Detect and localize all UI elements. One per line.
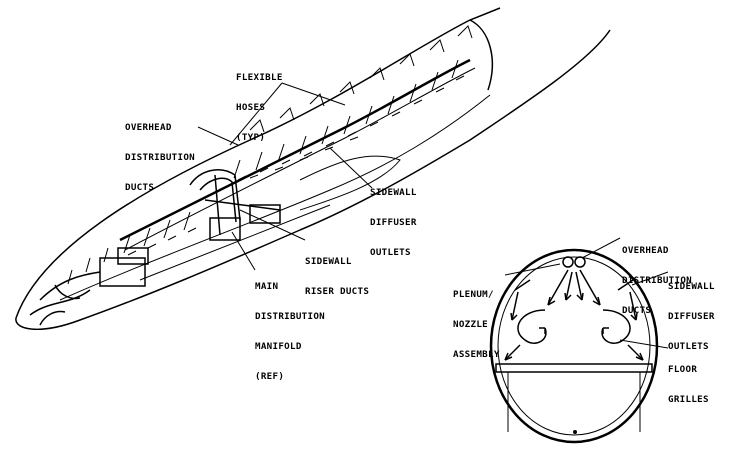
label-main-distribution-manifold: MAIN DISTRIBUTION MANIFOLD (REF) [255, 281, 325, 382]
airflow-arrows [504, 269, 644, 361]
riser-ducts [189, 169, 281, 241]
fuselage-top-skin [15, 7, 501, 319]
main-manifold [29, 247, 149, 326]
label-sidewall-riser-ducts: SIDEWALL RISER DUCTS [305, 256, 370, 297]
label-section-sidewall-diffuser: SIDEWALL DIFFUSER OUTLETS [668, 281, 715, 352]
section-inner-shell [497, 256, 651, 436]
overhead-duct-left [562, 256, 574, 268]
frame-ribs [123, 59, 465, 256]
label-flexible-hoses: FLEXIBLE HOSES (TYP) [236, 72, 283, 143]
sidewall-outlet-slots [249, 136, 359, 179]
fuselage-tail-skin [469, 19, 494, 91]
label-overhead-distribution-ducts: OVERHEAD DISTRIBUTION DUCTS [125, 122, 195, 193]
upper-diffusers [249, 25, 473, 133]
cabin-floor [59, 94, 491, 301]
label-floor-grilles: FLOOR GRILLES [668, 364, 709, 405]
overhead-duct-right [574, 256, 586, 268]
fuselage-nose-skin [15, 229, 301, 330]
label-plenum-nozzle-assembly: PLENUM/ NOZZLE ASSEMBLY [453, 289, 500, 360]
overhead-duct [119, 58, 471, 242]
section-leader-lines [504, 237, 669, 349]
floor-beam [495, 363, 653, 373]
label-section-overhead-ducts: OVERHEAD DISTRIBUTION DUCTS [622, 245, 692, 316]
fuselage-lower-skin [299, 29, 611, 231]
leader-lines [197, 82, 373, 271]
label-sidewall-diffuser-outlets: SIDEWALL DIFFUSER OUTLETS [370, 187, 417, 258]
